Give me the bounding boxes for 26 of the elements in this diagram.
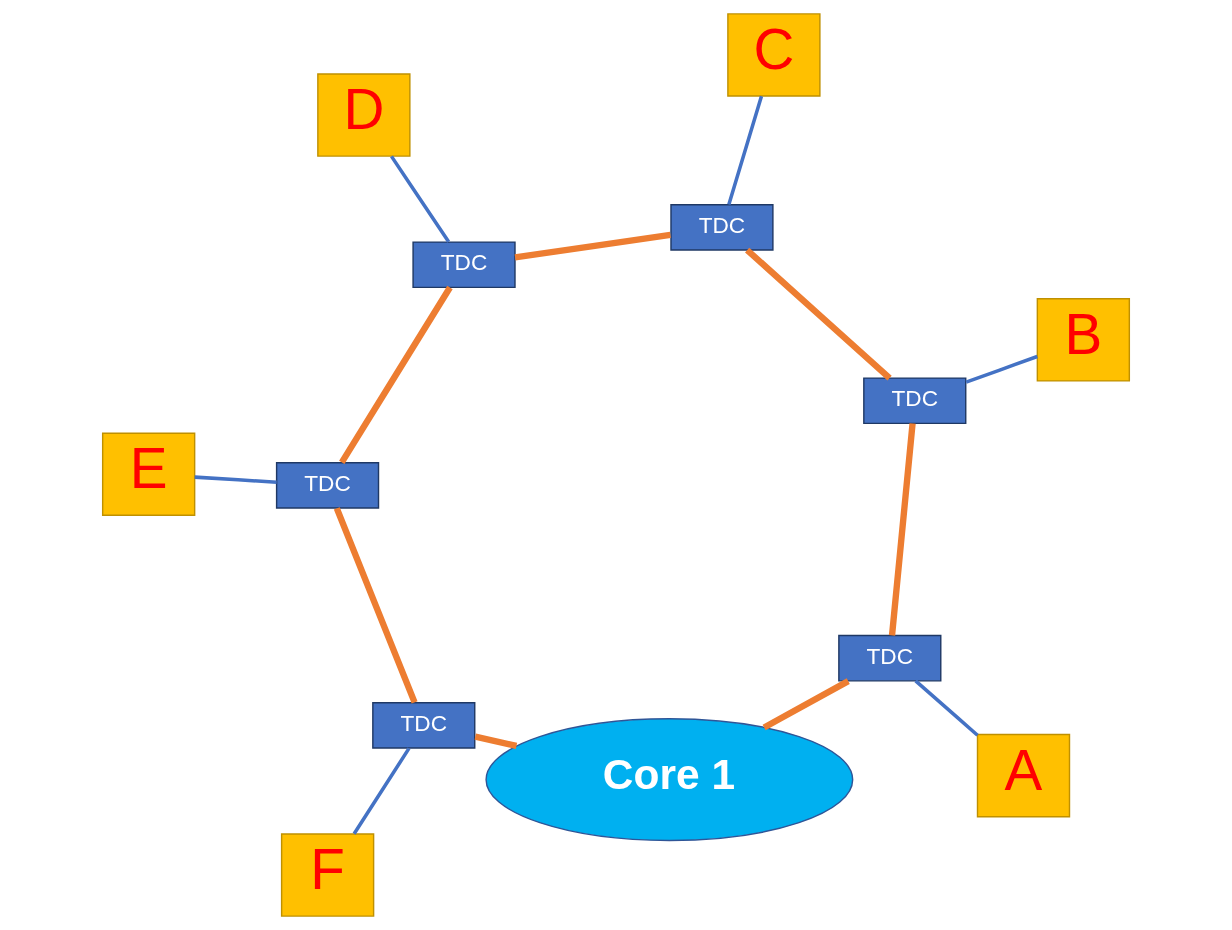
node-box: TDC [670, 204, 774, 251]
node-box: TDC [838, 634, 942, 682]
connector [745, 247, 892, 381]
connector [333, 507, 418, 704]
connector [914, 679, 979, 737]
node-box: TDC [372, 702, 476, 749]
connector [390, 155, 451, 243]
connector [514, 231, 671, 261]
connector [339, 285, 453, 465]
node-box: E [101, 432, 196, 516]
node-box: F [280, 833, 375, 917]
connector [474, 733, 518, 749]
node-box: TDC [412, 241, 516, 289]
node-box: TDC [863, 377, 967, 425]
connector [194, 475, 277, 484]
connector [965, 354, 1038, 384]
node-box: TDC [275, 462, 380, 509]
node-ellipse: Core 1 [485, 718, 854, 842]
connector [762, 678, 850, 731]
connector [888, 423, 916, 636]
connector [352, 747, 411, 835]
node-box: C [727, 13, 821, 97]
connector [727, 95, 764, 205]
node-box: B [1036, 298, 1131, 382]
node-box: D [317, 73, 411, 157]
node-box: A [976, 733, 1071, 818]
